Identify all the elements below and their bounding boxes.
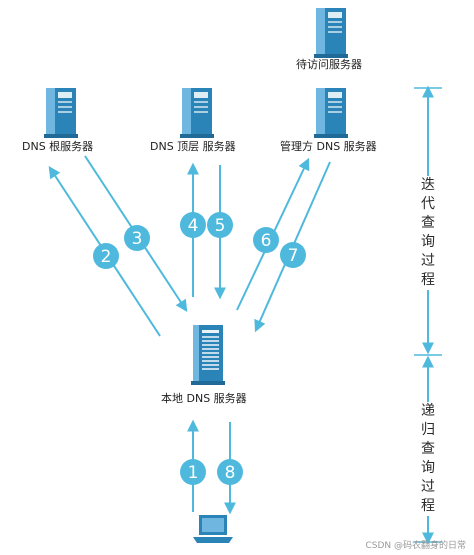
server-icon	[44, 88, 78, 138]
server-icon	[314, 88, 348, 138]
step-5: 5	[215, 216, 226, 236]
step-3: 3	[132, 229, 143, 249]
step-8: 8	[225, 463, 236, 483]
step-badge: 2	[93, 243, 119, 269]
step-4: 4	[188, 216, 199, 236]
recursive-label: 递归查询过程	[418, 402, 438, 516]
step-badge: 3	[124, 225, 150, 251]
step-badge: 4	[180, 212, 206, 238]
server-icon	[314, 8, 348, 58]
step-badge: 8	[217, 459, 243, 485]
step-7: 7	[288, 246, 299, 266]
watermark: CSDN @码农翻身的日常	[365, 541, 466, 551]
iterative-label: 迭代查询过程	[418, 176, 438, 290]
local-dns-label: 本地 DNS 服务器	[161, 392, 247, 405]
step-badge: 7	[280, 242, 306, 268]
laptop-icon	[193, 515, 233, 543]
root-dns-label: DNS 根服务器	[22, 140, 94, 153]
step-6: 6	[261, 231, 272, 251]
step-badge: 6	[253, 227, 279, 253]
top-dns-label: DNS 顶层 服务器	[150, 140, 236, 153]
server-icon	[180, 88, 214, 138]
step-1: 1	[188, 463, 199, 483]
step-badge: 5	[207, 212, 233, 238]
step-badge: 1	[180, 459, 206, 485]
step-2: 2	[101, 247, 112, 267]
auth-dns-label: 管理方 DNS 服务器	[280, 140, 377, 153]
target-server-label: 待访问服务器	[296, 58, 362, 71]
server-icon	[191, 325, 225, 385]
